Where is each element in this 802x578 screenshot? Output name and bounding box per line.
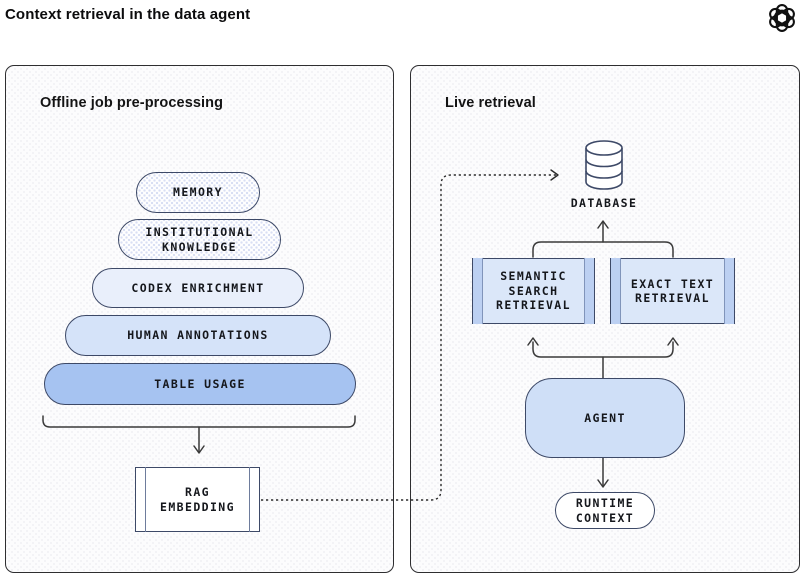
node-table-usage: TABLE USAGE [44, 363, 356, 405]
node-institutional-knowledge-label: INSTITUTIONAL KNOWLEDGE [145, 225, 254, 254]
node-memory-label: MEMORY [173, 185, 223, 200]
node-agent-label: AGENT [584, 410, 626, 425]
node-institutional-knowledge: INSTITUTIONAL KNOWLEDGE [118, 219, 281, 260]
node-rag-embedding-label: RAG EMBEDDING [160, 485, 235, 514]
node-human-annotations: HUMAN ANNOTATIONS [65, 315, 331, 356]
node-semantic-search-retrieval-label: SEMANTIC SEARCH RETRIEVAL [496, 269, 571, 313]
node-codex-enrichment-label: CODEX ENRICHMENT [131, 280, 265, 295]
node-human-annotations-label: HUMAN ANNOTATIONS [127, 328, 269, 343]
node-agent: AGENT [525, 378, 685, 458]
node-rag-embedding: RAG EMBEDDING [135, 467, 260, 532]
database-icon [585, 140, 623, 190]
node-runtime-context: RUNTIME CONTEXT [555, 492, 655, 529]
node-semantic-search-retrieval: SEMANTIC SEARCH RETRIEVAL [472, 258, 595, 324]
page-title: Context retrieval in the data agent [5, 6, 251, 23]
node-exact-text-retrieval: EXACT TEXT RETRIEVAL [610, 258, 735, 324]
process-side-line [724, 258, 734, 324]
node-runtime-context-label: RUNTIME CONTEXT [575, 496, 635, 525]
node-memory: MEMORY [136, 172, 260, 213]
process-side-line [249, 467, 259, 532]
database-label: DATABASE [570, 196, 638, 210]
process-side-line [611, 258, 621, 324]
openai-logo-icon [769, 4, 795, 32]
process-side-line [584, 258, 594, 324]
node-table-usage-label: TABLE USAGE [154, 376, 246, 391]
node-codex-enrichment: CODEX ENRICHMENT [92, 268, 304, 308]
node-exact-text-retrieval-label: EXACT TEXT RETRIEVAL [630, 276, 715, 306]
process-side-line [473, 258, 483, 324]
offline-panel-title: Offline job pre-processing [40, 95, 224, 111]
live-panel-title: Live retrieval [445, 95, 536, 111]
process-side-line [136, 467, 146, 532]
